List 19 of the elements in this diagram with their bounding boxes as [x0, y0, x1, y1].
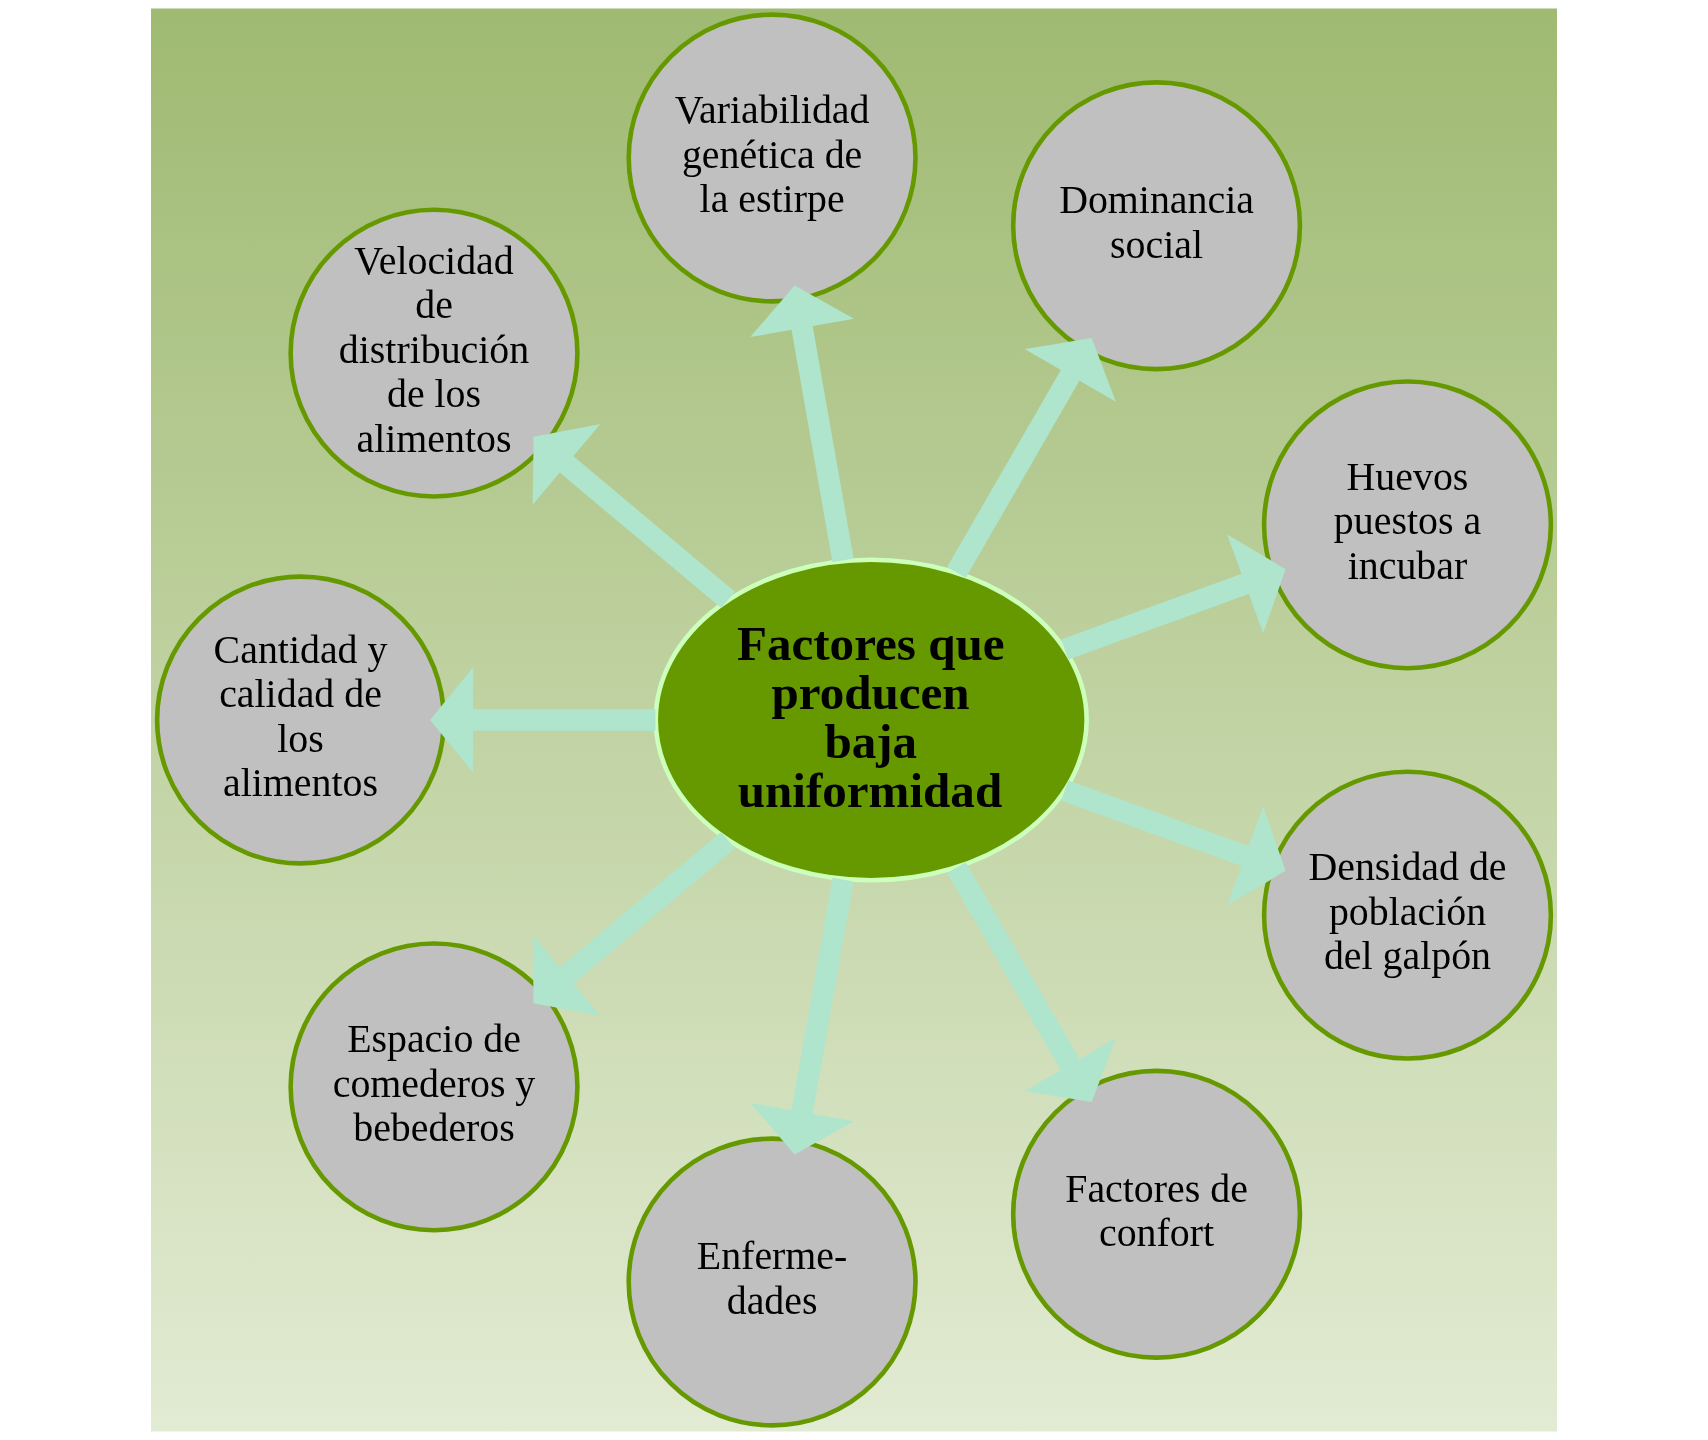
- arrow: [1061, 780, 1286, 906]
- node-circle: Dominancia social: [1010, 80, 1303, 372]
- node-circle: Densidad de población del galpón: [1261, 769, 1554, 1061]
- arrow: [750, 877, 854, 1155]
- node-circle: Variabilidad genética de la estirpe: [626, 12, 918, 304]
- node-circle: Huevos puestos a incubar: [1261, 379, 1554, 671]
- node-circle: Cantidad y calidad de los alimentos: [154, 574, 447, 866]
- node-circle: Espacio de comederos y bebederos: [288, 941, 580, 1233]
- node-ellipse: Factores que producen baja uniformidad: [653, 557, 1089, 883]
- node-circle: Velocidad de distribución de los alimentos: [288, 207, 580, 499]
- arrow: [947, 338, 1116, 578]
- arrow: [532, 424, 735, 609]
- arrow: [430, 667, 656, 773]
- arrow: [750, 285, 854, 563]
- arrow: [532, 831, 735, 1016]
- node-circle: Enferme- dades: [626, 1136, 918, 1428]
- arrow: [947, 862, 1116, 1102]
- node-circle: Factores de confort: [1010, 1068, 1303, 1360]
- arrow: [1061, 534, 1286, 660]
